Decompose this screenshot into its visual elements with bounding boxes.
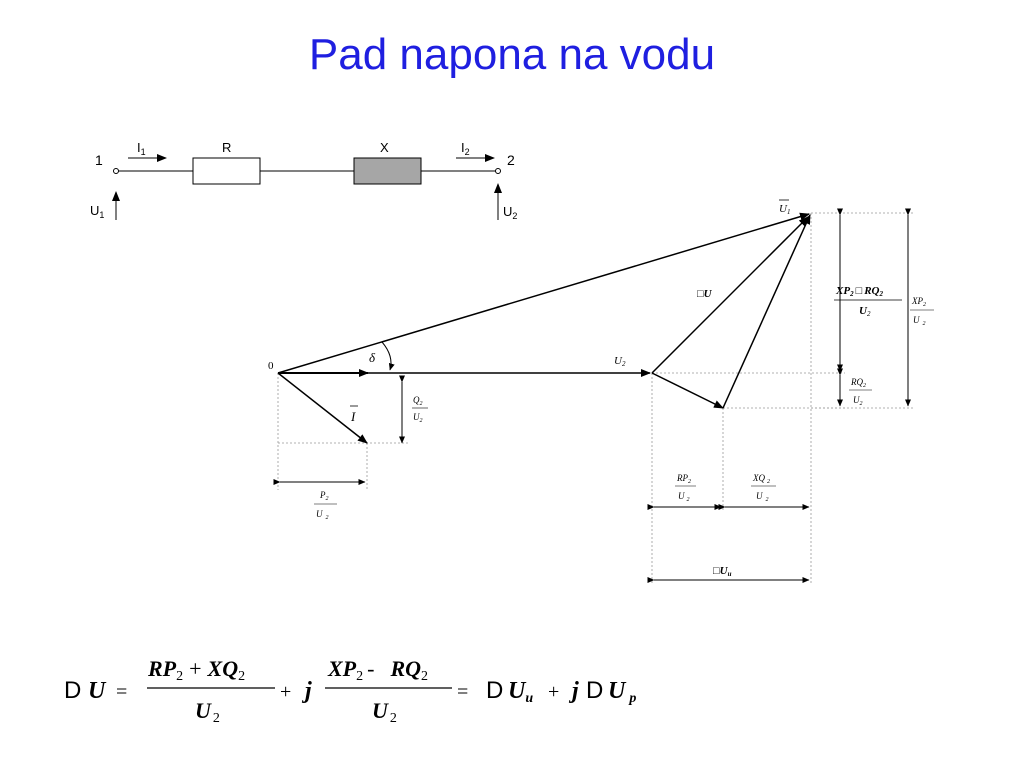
xp-minus-rq-fraction: XP2□RQ2 U2 <box>834 285 902 318</box>
svg-text:P2: P2 <box>319 490 329 502</box>
delta-label: δ <box>369 350 376 365</box>
formula-eq-2: = <box>457 681 468 703</box>
svg-text:U2: U2 <box>756 491 769 503</box>
svg-text:XQ2: XQ2 <box>752 473 770 485</box>
current-in-label: I1 <box>137 140 146 157</box>
svg-text:U2: U2 <box>316 509 329 521</box>
formula-eq-1: = <box>116 681 127 703</box>
formula-delta-3: D <box>586 677 603 704</box>
reactance-box <box>353 157 422 185</box>
svg-text:RQ2: RQ2 <box>850 377 866 389</box>
terminal-1 <box>113 168 119 174</box>
svg-text:U1: U1 <box>779 203 790 216</box>
svg-text:XP2: XP2 <box>911 296 926 308</box>
formula-plus-2: + <box>548 681 559 703</box>
resistor-box <box>192 157 261 185</box>
voltage-in-label: U1 <box>90 203 104 220</box>
node-2-label: 2 <box>507 152 515 168</box>
formula-j-1: j <box>301 678 312 704</box>
svg-text:U2: U2 <box>413 412 423 424</box>
resistor-label: R <box>222 140 231 155</box>
formula-delta: D <box>64 677 81 704</box>
reactance-label: X <box>380 140 389 155</box>
current-out-label: I2 <box>461 140 470 157</box>
phasor-xi <box>722 214 811 409</box>
svg-text:XP2□RQ2: XP2□RQ2 <box>835 285 884 298</box>
delta-angle-arc <box>381 341 395 371</box>
rq-fraction: RQ2 U2 <box>849 377 872 407</box>
origin-label: 0 <box>268 360 274 372</box>
svg-text:U2: U2 <box>913 315 926 327</box>
svg-text:U2: U2 <box>859 305 871 318</box>
current-label: I <box>350 405 358 424</box>
q-fraction: Q2 U2 <box>412 395 428 424</box>
svg-text:I: I <box>350 409 356 424</box>
slide-title: Pad napona na vodu <box>308 30 716 79</box>
formula-u: U <box>88 678 107 704</box>
svg-text:U2: U2 <box>678 491 690 503</box>
u2-label: U2 <box>614 355 626 368</box>
formula-j-2: j <box>568 678 579 704</box>
frac1-numerator: RP2+XQ2 <box>147 656 245 684</box>
svg-text:U2: U2 <box>853 395 863 407</box>
dimension-arrows <box>273 208 911 583</box>
phasor-current <box>277 372 368 444</box>
node-1-label: 1 <box>95 152 103 168</box>
formula-delta-2: D <box>486 677 503 704</box>
phasor-ri <box>651 372 724 409</box>
delta-u-label: □U <box>697 288 713 300</box>
construction-lines <box>277 212 915 585</box>
voltage-out-label: U2 <box>503 204 517 221</box>
formula-plus-1: + <box>280 681 291 703</box>
frac2-numerator: XP2-RQ2 <box>327 656 428 684</box>
circuit-diagram: 1 2 I1 I2 R X U1 U2 <box>90 140 517 221</box>
delta-uu-label: □Uu <box>713 565 732 578</box>
formula-uu: Uu <box>508 678 533 706</box>
phasor-u1 <box>277 212 810 374</box>
phasor-delta-u <box>651 216 809 374</box>
svg-text:Q2: Q2 <box>413 395 423 407</box>
terminal-2 <box>495 168 501 174</box>
u1-label: U1 <box>779 199 790 216</box>
svg-text:RP2: RP2 <box>676 473 691 485</box>
